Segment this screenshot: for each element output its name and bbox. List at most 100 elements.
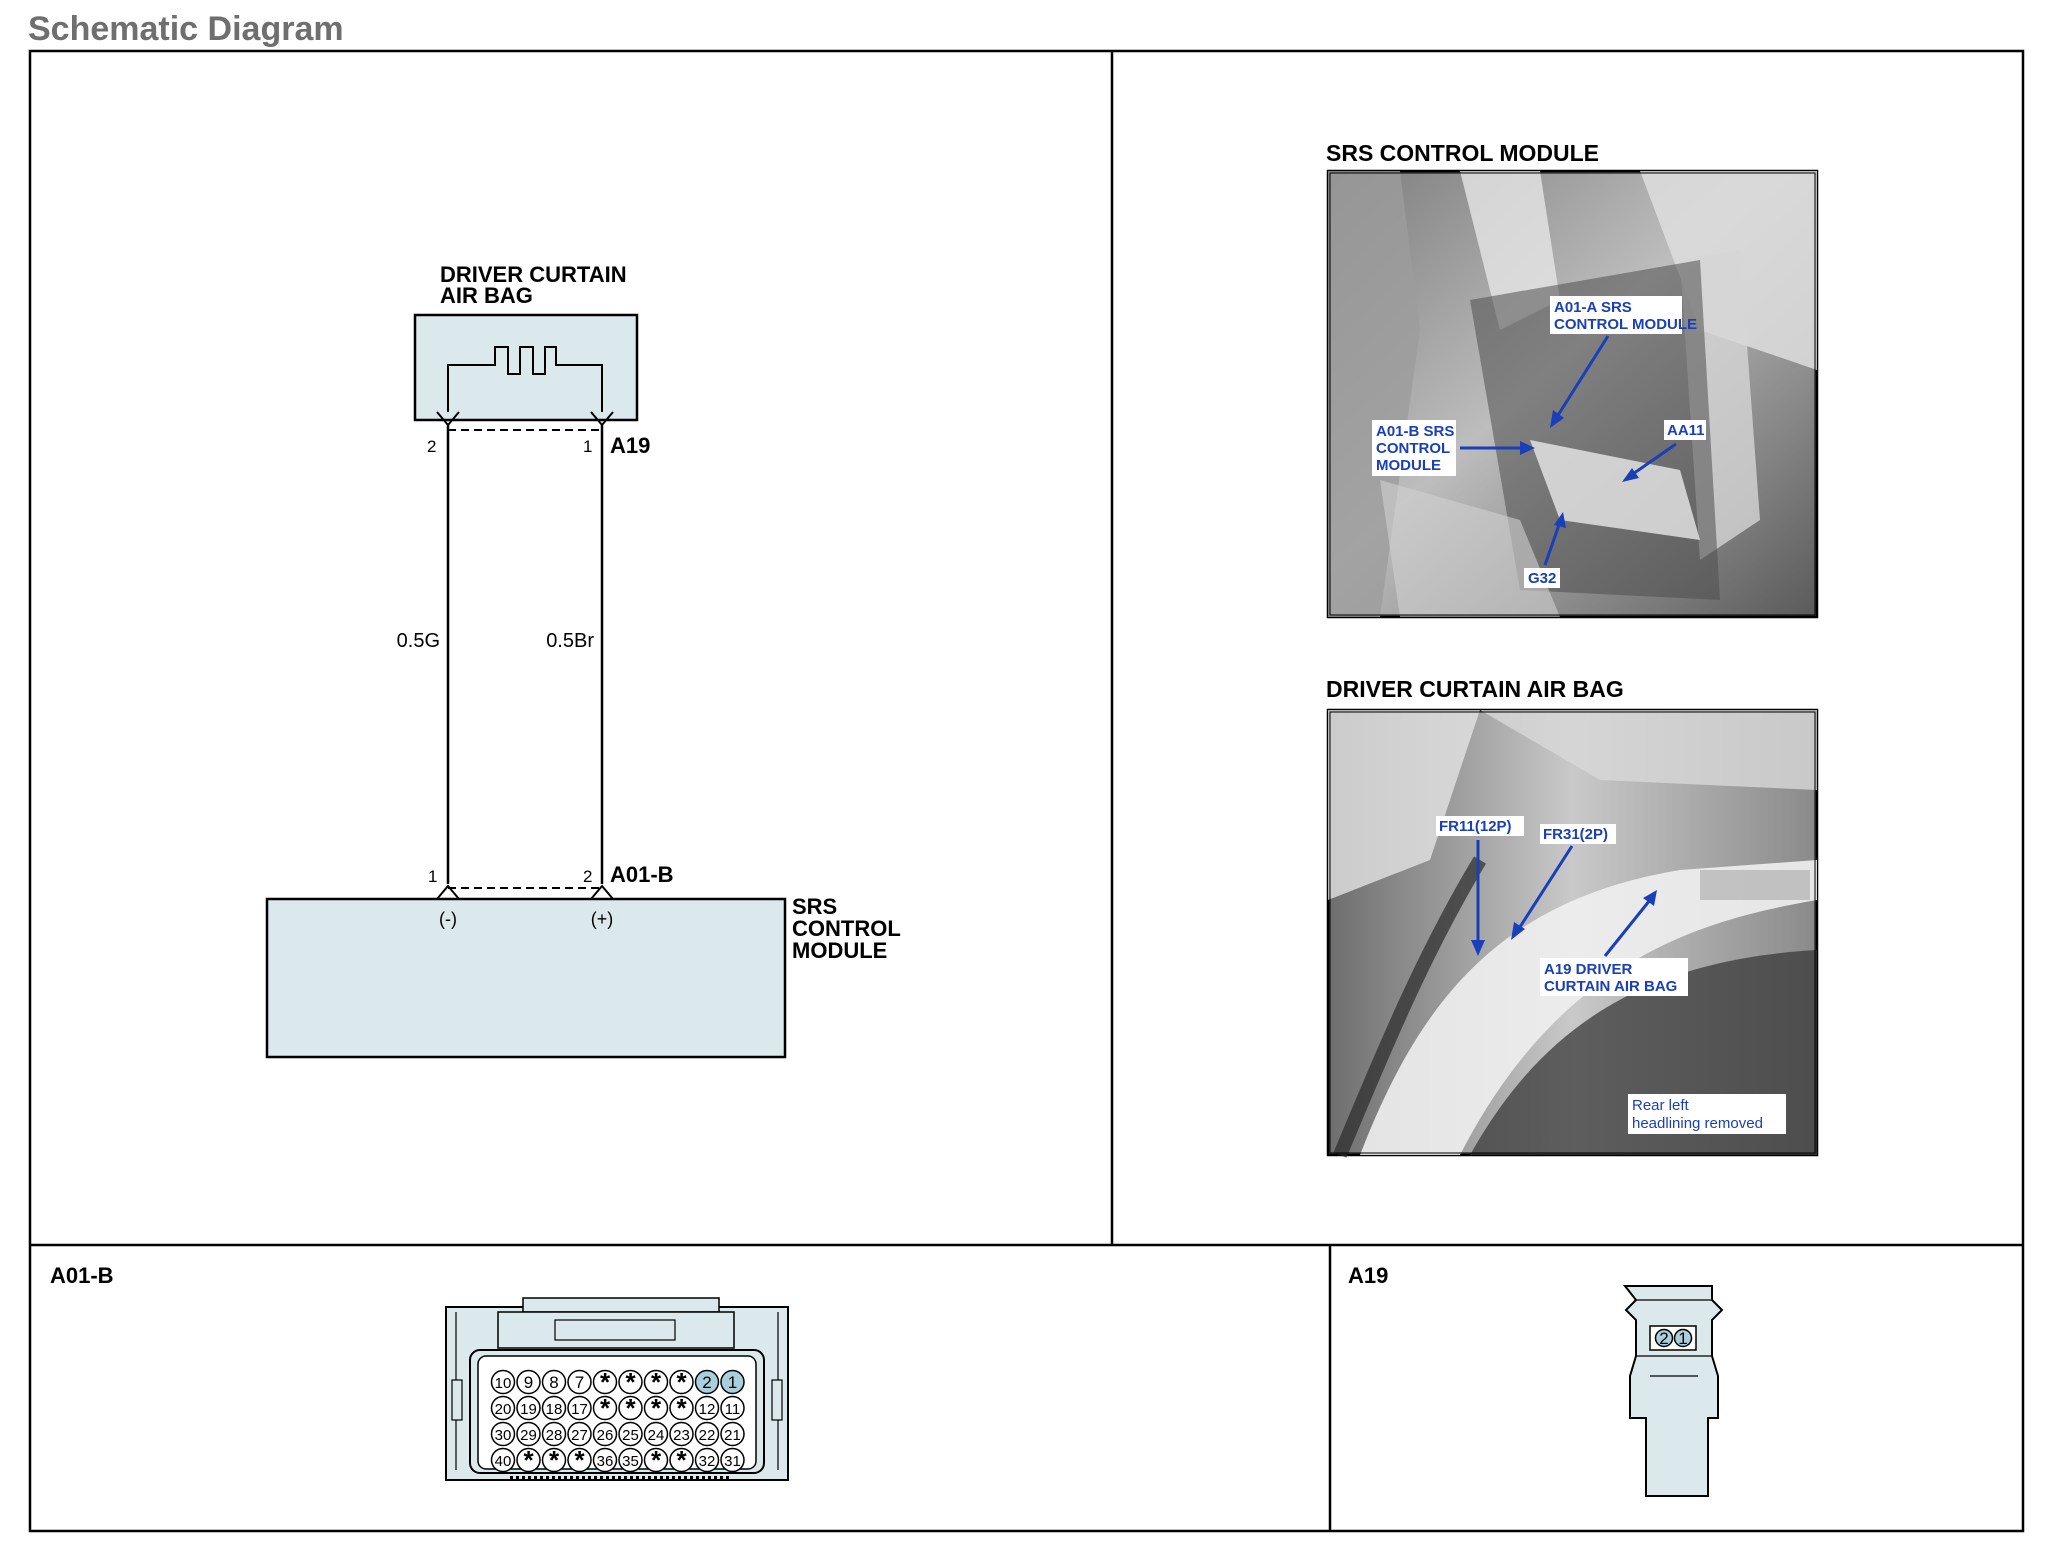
a01b-pin-0-1-label: 9 xyxy=(524,1373,533,1392)
callout-fr31: FR31(2P) xyxy=(1543,826,1608,843)
a01b-pin-2-2-circle xyxy=(541,1421,567,1447)
a01b-pin-1-2-label: 18 xyxy=(546,1401,563,1418)
a01b-pin-2-2-label: 28 xyxy=(546,1427,563,1444)
a19-pin-0-label: 2 xyxy=(1659,1329,1668,1348)
a01b-pin-2-1-circle xyxy=(516,1421,541,1447)
a01b-pin-0-8-circle xyxy=(694,1369,720,1395)
a01b-pin-2-8-circle xyxy=(694,1421,720,1447)
module-polarity-right: (+) xyxy=(591,909,614,929)
a01b-pin-3-7-circle xyxy=(669,1447,694,1473)
a19-pin-0-circle xyxy=(1654,1328,1674,1348)
a01b-pin-0-8-label: 2 xyxy=(702,1373,711,1392)
squib-symbol xyxy=(447,346,603,412)
connector-a01b-label: A01-B xyxy=(50,1263,114,1288)
module-label-line1: SRS xyxy=(792,894,837,919)
wire-left-spec: 0.5G xyxy=(397,630,440,652)
a01b-pin-3-5-circle xyxy=(618,1447,643,1473)
a01b-pin-3-0-label: 40 xyxy=(495,1453,512,1470)
module-label-line3: MODULE xyxy=(792,938,887,963)
a01b-pin-3-7-label: * xyxy=(676,1445,687,1475)
callout-a01b-line2: CONTROL xyxy=(1376,440,1450,457)
a01b-pin-1-4-circle xyxy=(592,1395,618,1421)
module-terminal-right xyxy=(590,884,614,900)
photo-note-line2: headlining removed xyxy=(1632,1115,1763,1132)
a01b-pin-3-8-circle xyxy=(694,1447,720,1473)
a01b-pin-0-6-circle xyxy=(643,1369,669,1395)
a01b-pin-0-9-circle xyxy=(720,1369,745,1395)
a01b-pin-1-6-label: * xyxy=(651,1393,662,1423)
a01b-pin-3-9-circle xyxy=(720,1447,745,1473)
a01b-pin-2-5-label: 25 xyxy=(622,1427,639,1444)
wiring-schematic: DRIVER CURTAIN AIR BAG 2 1 A19 0.5G 0.5B… xyxy=(265,262,901,1059)
module-label-line2: CONTROL xyxy=(792,916,901,941)
a01b-pin-3-1-circle xyxy=(516,1447,541,1473)
a01b-pin-0-7-label: * xyxy=(676,1367,687,1397)
a01b-pin-0-2-label: 8 xyxy=(549,1373,558,1392)
a01b-pin-1-1-circle xyxy=(516,1395,541,1421)
a01b-pin-1-3-label: 17 xyxy=(571,1401,588,1418)
srs-module-component xyxy=(265,897,787,1059)
a01b-pin-2-8-label: 22 xyxy=(699,1427,716,1444)
a01b-pin-2-0-circle xyxy=(490,1421,516,1447)
a19-pin-1-label: 1 xyxy=(1678,1329,1687,1348)
a01b-pin-1-2-circle xyxy=(541,1395,567,1421)
airbag-pin-left: 2 xyxy=(427,437,436,456)
a01b-pin-1-6-circle xyxy=(643,1395,669,1421)
a01b-pin-1-9-label: 11 xyxy=(725,1401,741,1418)
a01b-pin-1-8-label: 12 xyxy=(699,1401,716,1418)
a01b-pin-3-8-label: 32 xyxy=(699,1453,716,1470)
a01b-pin-0-3-circle xyxy=(567,1369,592,1395)
a01b-pin-3-2-label: * xyxy=(549,1445,560,1475)
a01b-pin-0-5-label: * xyxy=(625,1367,636,1397)
airbag-label-line1: DRIVER CURTAIN xyxy=(440,262,627,287)
module-pin-right: 2 xyxy=(583,867,592,886)
outer-frame xyxy=(28,49,2025,1533)
a01b-pin-2-3-label: 27 xyxy=(571,1427,588,1444)
photo-note-line1: Rear left xyxy=(1632,1097,1690,1114)
a01b-pin-2-9-circle xyxy=(720,1421,745,1447)
a01b-pin-2-0-label: 30 xyxy=(495,1427,512,1444)
a01b-pin-0-4-circle xyxy=(592,1369,618,1395)
a01b-pin-3-5-label: 35 xyxy=(622,1453,639,1470)
a01b-pin-0-1-circle xyxy=(516,1369,541,1395)
a01b-pin-0-3-label: 7 xyxy=(575,1373,584,1392)
a01b-pin-0-0-circle xyxy=(490,1369,516,1395)
a01b-pin-1-5-circle xyxy=(618,1395,643,1421)
a01b-pin-2-7-label: 23 xyxy=(673,1427,690,1444)
callout-fr11: FR11(12P) xyxy=(1439,818,1512,835)
a01b-pin-3-4-circle xyxy=(592,1447,618,1473)
airbag-photo-caption: DRIVER CURTAIN AIR BAG xyxy=(1326,676,1624,702)
callout-a19-line1: A19 DRIVER xyxy=(1544,961,1633,978)
a01b-pin-3-6-label: * xyxy=(651,1445,662,1475)
airbag-photo-panel: DRIVER CURTAIN AIR BAG FR11(12P) FR31(2P… xyxy=(1326,676,1819,1158)
a01b-pin-0-4-label: * xyxy=(600,1367,611,1397)
a01b-pin-1-7-circle xyxy=(669,1395,694,1421)
page-title: Schematic Diagram xyxy=(28,10,344,48)
a01b-pin-0-2-circle xyxy=(541,1369,567,1395)
a01b-pin-2-4-circle xyxy=(592,1421,618,1447)
a01b-pin-0-9-label: 1 xyxy=(728,1373,737,1392)
connector-a19-label: A19 xyxy=(1348,1263,1388,1288)
callout-a01a-line2: CONTROL MODULE xyxy=(1554,316,1697,333)
callout-a01b-line3: MODULE xyxy=(1376,457,1441,474)
a01b-pin-2-6-circle xyxy=(643,1421,669,1447)
a01b-pin-0-7-circle xyxy=(669,1369,694,1395)
a01b-pin-3-0-circle xyxy=(490,1447,516,1473)
a01b-pin-1-3-circle xyxy=(567,1395,592,1421)
a01b-pin-3-4-label: 36 xyxy=(597,1453,614,1470)
callout-a19-line2: CURTAIN AIR BAG xyxy=(1544,978,1677,995)
a01b-pin-2-9-label: 21 xyxy=(724,1427,741,1444)
a01b-pin-3-2-circle xyxy=(541,1447,567,1473)
a01b-pin-2-7-circle xyxy=(669,1421,694,1447)
callout-a01a-line1: A01-A SRS xyxy=(1554,299,1632,316)
a01b-pin-2-1-label: 29 xyxy=(520,1427,537,1444)
module-polarity-left: (-) xyxy=(439,909,457,929)
a01b-pin-2-3-circle xyxy=(567,1421,592,1447)
a01b-pin-1-9-circle xyxy=(720,1395,745,1421)
a01b-pin-1-8-circle xyxy=(694,1395,720,1421)
